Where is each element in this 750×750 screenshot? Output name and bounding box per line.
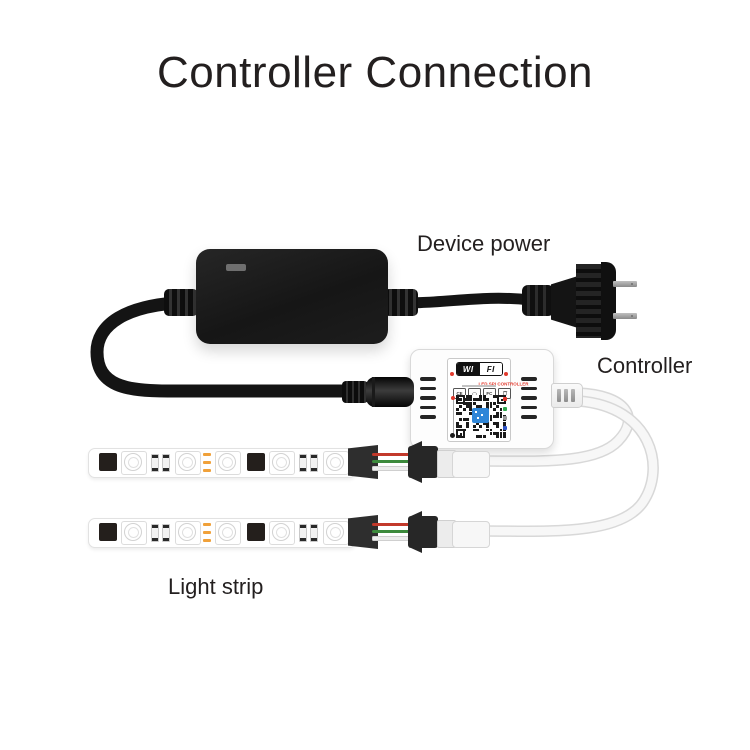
resistor-icon — [310, 454, 318, 472]
wifi-logo-right: FI — [479, 363, 502, 375]
led-module-icon — [121, 451, 147, 475]
led-strip-1 — [88, 448, 356, 478]
model-text-line — [462, 385, 496, 387]
resistor-icon — [151, 454, 159, 472]
dc-barrel-plug — [366, 377, 414, 407]
led-module-icon — [269, 451, 295, 475]
led-module-icon — [175, 521, 201, 545]
resistor-icon — [151, 524, 159, 542]
adapter-strain-relief-left — [164, 289, 198, 316]
strip-2-cable-plug — [452, 521, 490, 548]
led-module-icon — [215, 521, 241, 545]
dc-plug-strain-relief — [342, 381, 368, 403]
led-module-icon — [323, 451, 349, 475]
plug-strain-relief — [522, 285, 554, 316]
led-module-icon — [175, 451, 201, 475]
plug-face — [601, 262, 616, 340]
output-cable-1 — [481, 388, 633, 466]
resistor-icon — [162, 524, 170, 542]
strip-1-clip-connector — [408, 441, 438, 483]
resistor-icon — [299, 454, 307, 472]
resistor-icon — [310, 524, 318, 542]
plug-neck — [551, 276, 578, 328]
led-module-icon — [215, 451, 241, 475]
strip-2-clip-connector — [408, 511, 438, 553]
resistor-icon — [162, 454, 170, 472]
strip-1-cable-plug — [452, 451, 490, 478]
screw-dot-left — [450, 372, 454, 376]
indicator-line — [452, 399, 454, 435]
adapter-strain-relief-right — [384, 289, 418, 316]
ic-chip-icon — [99, 453, 117, 471]
led-module-icon — [121, 521, 147, 545]
ic-chip-icon — [99, 523, 117, 541]
power-cord-dc — [90, 295, 355, 398]
controller-output-connector — [551, 383, 583, 408]
led-module-icon — [323, 521, 349, 545]
qr-code — [456, 395, 506, 438]
wifi-logo-left: WI — [457, 363, 480, 375]
label-controller: Controller — [597, 353, 693, 378]
page-title: Controller Connection — [156, 48, 594, 97]
plug-prong-bottom — [613, 313, 637, 319]
label-light-strip: Light strip — [168, 574, 264, 599]
led-strip-2 — [88, 518, 356, 548]
ic-chip-icon — [247, 453, 265, 471]
resistor-icon — [299, 524, 307, 542]
power-adapter — [196, 249, 388, 344]
controller-body: WI FI LED SPI CONTROLLER CE FC — [410, 349, 554, 449]
wifi-logo: WI FI — [456, 362, 503, 376]
output-cable-2 — [481, 396, 658, 536]
label-device-power: Device power — [417, 231, 551, 256]
product-line: LED SPI CONTROLLER — [478, 381, 529, 387]
screw-dot-right — [504, 372, 508, 376]
plug-prong-top — [613, 281, 637, 287]
controller-front-label: WI FI LED SPI CONTROLLER CE FC — [447, 358, 529, 442]
ic-chip-icon — [247, 523, 265, 541]
adapter-logo-mark — [226, 264, 246, 271]
led-module-icon — [269, 521, 295, 545]
indicator-dot-bottom — [450, 433, 455, 438]
indicator-dot-top — [450, 396, 455, 400]
